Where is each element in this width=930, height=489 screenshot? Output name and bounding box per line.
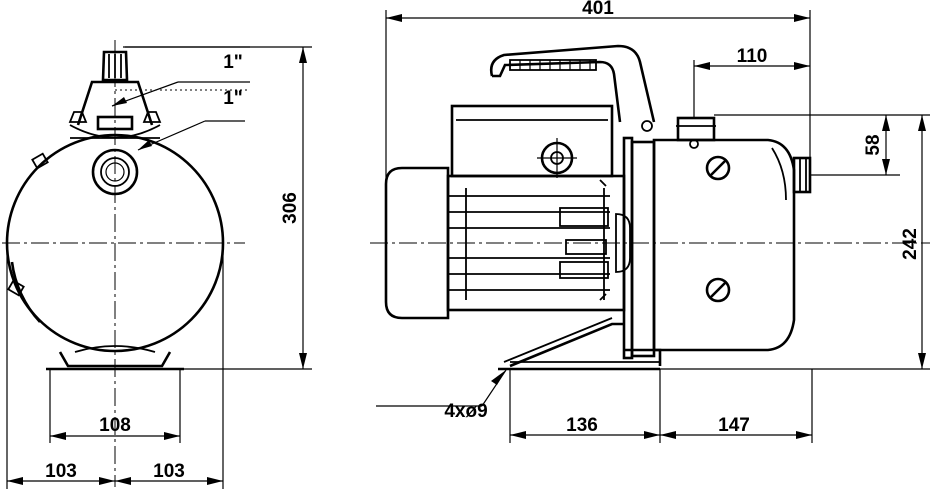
base-width-108-label: 108 <box>99 415 131 436</box>
inlet-port-inner <box>100 157 130 187</box>
base-left-136-label: 136 <box>566 415 598 436</box>
base-right-147-label: 147 <box>718 415 750 436</box>
length-401-label: 401 <box>582 0 614 19</box>
terminal-box <box>450 104 614 178</box>
axis-height-242-label: 242 <box>900 228 921 260</box>
outlet-port <box>676 116 716 142</box>
inlet-fitting <box>792 156 812 194</box>
height-306-label: 306 <box>280 192 301 224</box>
left-lower-lug <box>7 279 25 297</box>
half-width-right-label: 103 <box>153 461 185 482</box>
thread-top-label: 1" <box>223 52 243 73</box>
motor-fan-cover <box>384 166 450 320</box>
carry-handle <box>489 44 656 123</box>
left-lug <box>31 152 49 170</box>
mounting-holes-label: 4xø9 <box>444 401 487 422</box>
half-width-left-label: 103 <box>45 461 77 482</box>
pump-flange <box>630 140 656 358</box>
side-base-bracket <box>509 322 624 368</box>
front-base-feet <box>58 351 172 368</box>
pump-housing <box>652 138 796 352</box>
side-view: 401 110 58 242 4xø9 136 14 <box>370 0 930 443</box>
handle-bracket <box>76 80 154 126</box>
drain-plug <box>705 277 731 303</box>
outlet-offset-110-label: 110 <box>737 46 768 67</box>
thread-side-label: 1" <box>223 88 243 109</box>
handle-grip <box>509 59 597 71</box>
outlet-fitting <box>96 115 134 131</box>
outlet-height-58-label: 58 <box>863 134 884 155</box>
fill-plug <box>705 155 731 181</box>
inlet-port-outer <box>91 148 139 196</box>
front-view: 1" 1" 306 108 103 103 <box>2 40 312 489</box>
priming-cap <box>101 50 129 82</box>
